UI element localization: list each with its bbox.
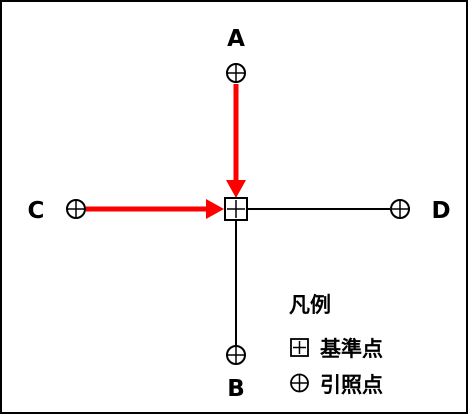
legend-label-reference-target: 引照点	[320, 373, 383, 397]
reference-point-legend-icon	[290, 338, 309, 357]
reference-point-symbol	[224, 197, 248, 221]
point-b-symbol	[226, 345, 246, 365]
legend-item-reference-point: 基準点	[290, 337, 383, 361]
arrow-a-to-center	[226, 84, 246, 198]
point-b-label: B	[227, 376, 245, 402]
point-c-label: C	[28, 198, 45, 224]
point-d-label: D	[431, 198, 450, 224]
point-d-symbol	[390, 199, 410, 219]
reference-target-legend-icon	[290, 373, 309, 393]
arrow-c-to-center	[86, 199, 224, 219]
legend-label-reference-point: 基準点	[320, 337, 383, 361]
point-a-label: A	[227, 26, 245, 52]
legend-title: 凡例	[289, 293, 331, 317]
legend: 凡例 基準点 引照点	[289, 293, 383, 397]
legend-item-reference-target: 引照点	[290, 373, 383, 397]
point-c-symbol	[66, 199, 86, 219]
point-a-symbol	[226, 63, 246, 83]
